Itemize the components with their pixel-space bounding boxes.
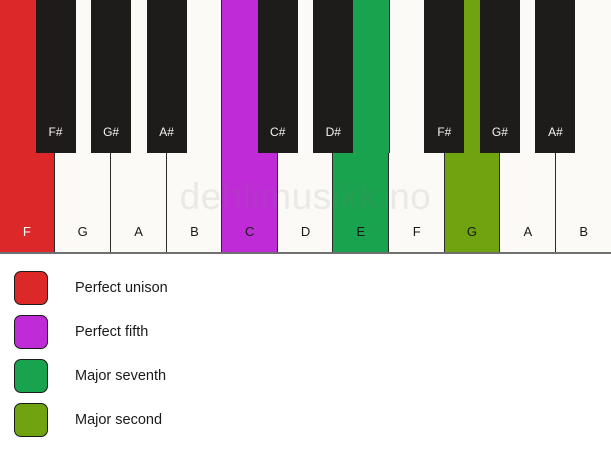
white-key-label: C	[244, 224, 255, 239]
key-highlight-strip-c-4-0	[220, 0, 258, 153]
white-key-label: F	[22, 224, 31, 239]
key-highlight-strip-f-0-0	[0, 0, 36, 153]
black-key-csharp-3[interactable]: C#	[257, 0, 298, 153]
black-key-dsharp-4[interactable]: D#	[313, 0, 354, 153]
white-key-label: A	[134, 224, 143, 239]
keyboard-bottom-rule	[0, 252, 611, 254]
black-key-label: A#	[548, 125, 563, 139]
white-key-label: B	[579, 224, 588, 239]
legend-swatch-major-seventh	[14, 359, 48, 393]
legend-label: Major second	[75, 411, 163, 428]
legend-swatch-perfect-unison	[14, 271, 48, 305]
key-edge	[220, 0, 223, 153]
black-key-label: C#	[270, 125, 286, 139]
black-key-gsharp-6[interactable]: G#	[479, 0, 520, 153]
legend-item: Major seventh	[14, 354, 611, 398]
legend-item: Perfect fifth	[14, 310, 611, 354]
white-key-label: F	[412, 224, 421, 239]
legend-label: Perfect fifth	[75, 323, 149, 340]
key-highlight-strip-g-8-0	[464, 0, 480, 153]
legend-label: Major seventh	[75, 367, 167, 384]
black-key-label: D#	[325, 125, 341, 139]
black-key-fsharp-0[interactable]: F#	[35, 0, 76, 153]
key-edge	[388, 0, 391, 153]
legend-item: Perfect unison	[14, 266, 611, 310]
key-highlight-strip-e-6-0	[353, 0, 391, 153]
legend-swatch-perfect-fifth	[14, 315, 48, 349]
black-key-row: F# G# A# C# D# F# G# A#	[0, 0, 611, 153]
black-key-asharp-7[interactable]: A#	[535, 0, 576, 153]
white-key-label: A	[523, 224, 533, 239]
black-key-label: G#	[103, 125, 120, 139]
black-key-asharp-2[interactable]: A#	[146, 0, 187, 153]
black-key-label: F#	[437, 125, 452, 139]
white-key-label: E	[356, 224, 366, 239]
black-key-fsharp-5[interactable]: F#	[424, 0, 465, 153]
black-key-label: A#	[159, 125, 174, 139]
white-key-label: G	[466, 224, 477, 239]
black-key-label: F#	[48, 125, 63, 139]
white-key-label: D	[300, 224, 311, 239]
black-key-gsharp-1[interactable]: G#	[91, 0, 132, 153]
white-key-label: G	[77, 224, 88, 239]
white-key-label: B	[190, 224, 199, 239]
legend-label: Perfect unison	[75, 279, 168, 296]
legend-swatch-major-second	[14, 403, 48, 437]
legend-item: Major second	[14, 398, 611, 442]
black-key-label: G#	[491, 125, 508, 139]
